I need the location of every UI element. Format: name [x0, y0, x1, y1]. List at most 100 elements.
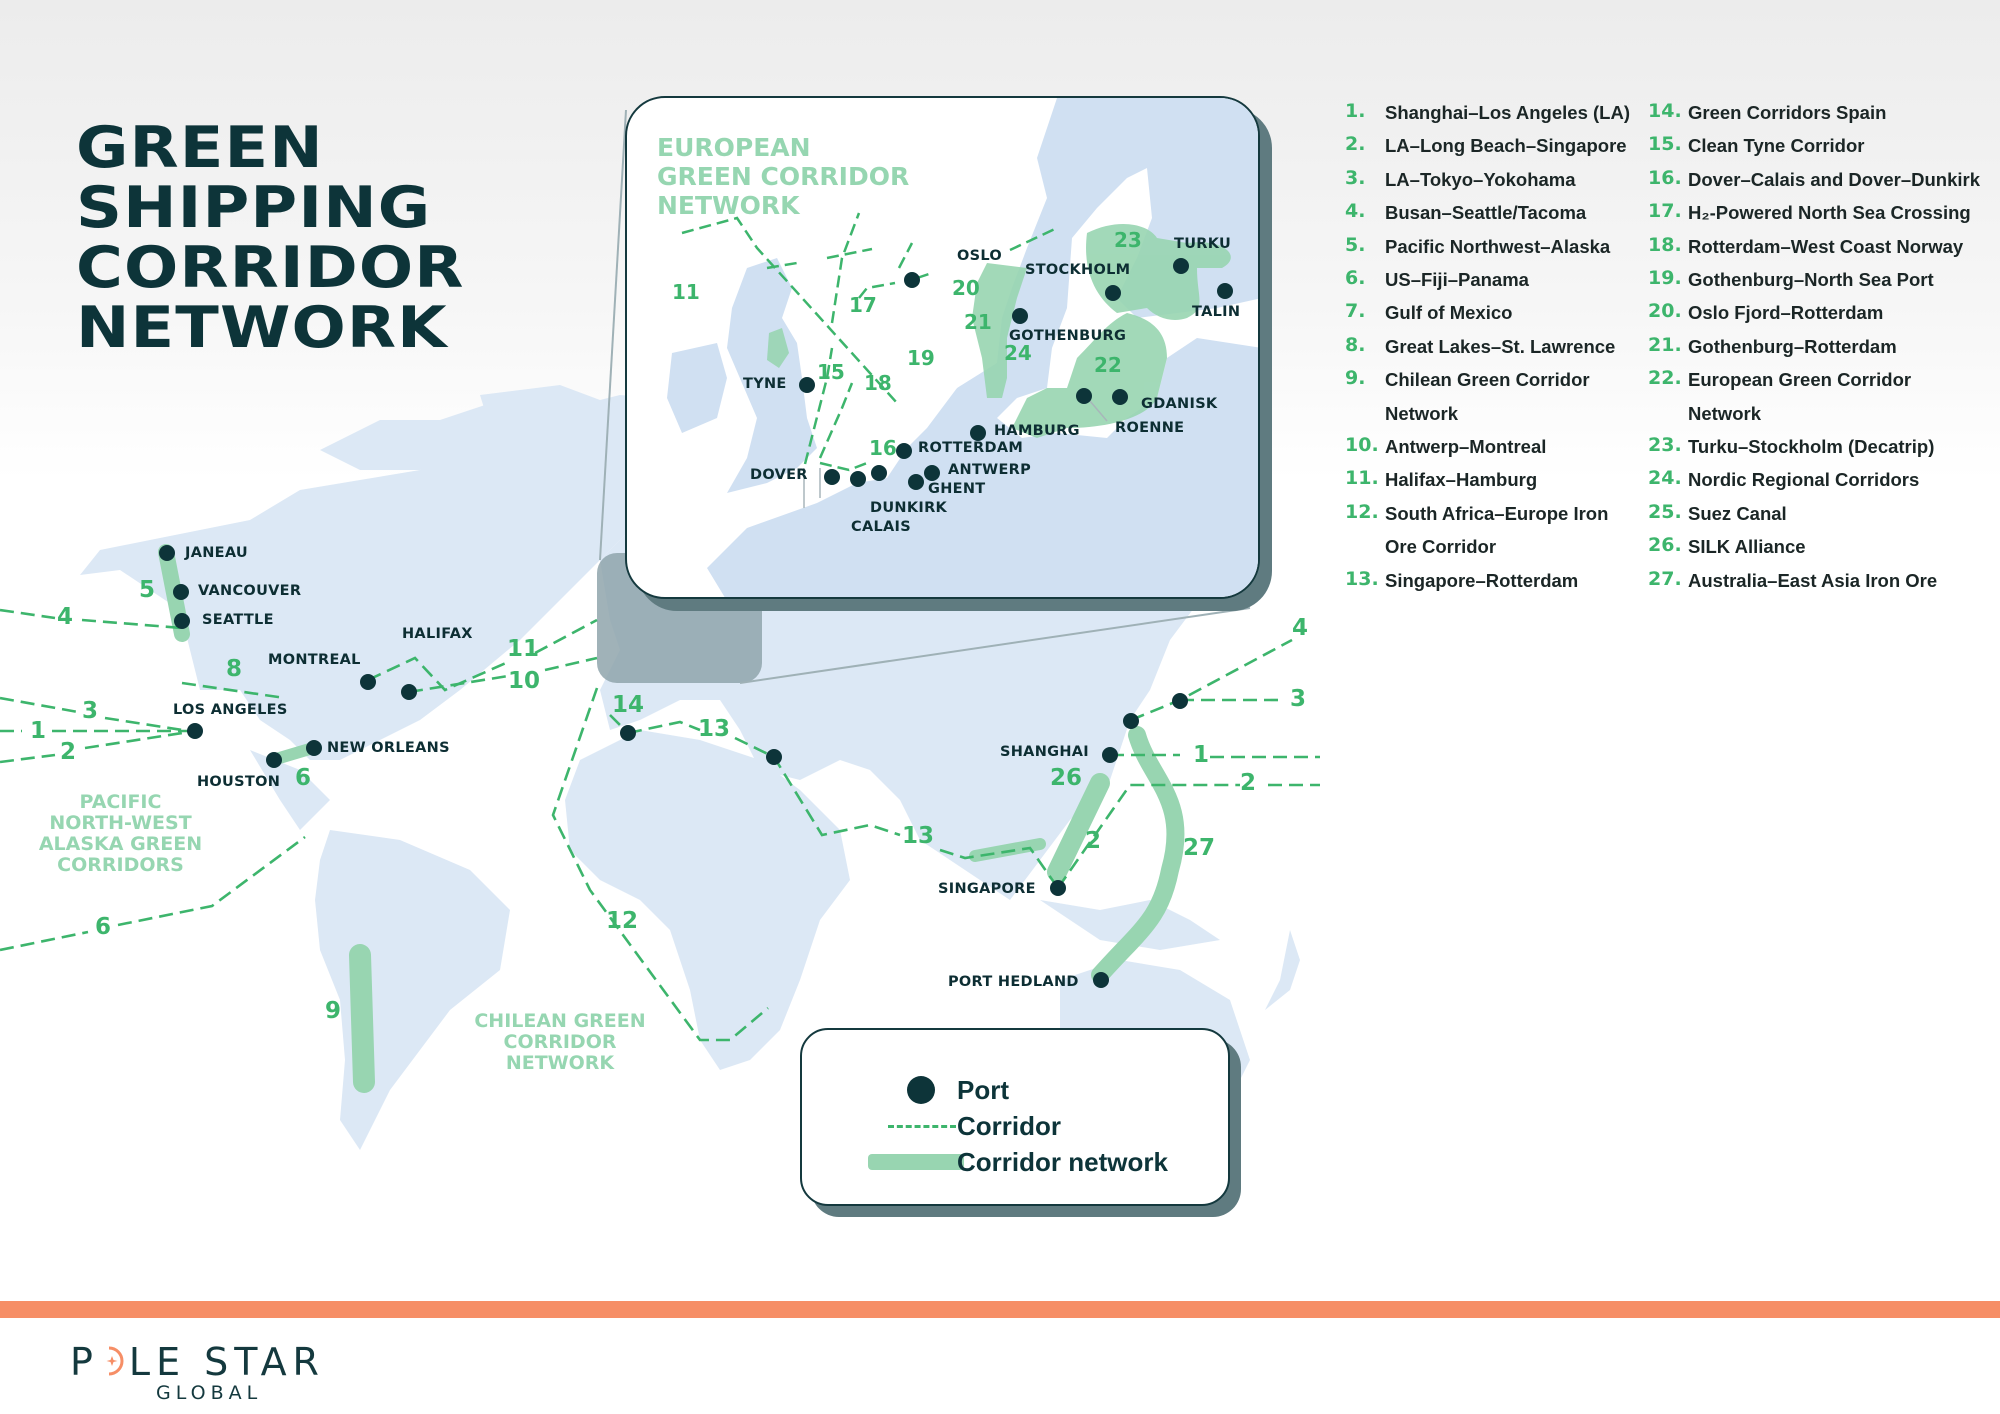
port-label-houston: HOUSTON — [197, 774, 281, 790]
list-item: 20. Oslo Fjord–Rotterdam — [1648, 296, 1998, 329]
port-new-orleans-dot[interactable] — [306, 740, 322, 756]
port-halifax-dot[interactable] — [401, 684, 417, 700]
corridor-13c — [939, 846, 1060, 889]
port-label-montreal: MONTREAL — [268, 652, 361, 668]
port-turku-dot[interactable] — [1173, 258, 1189, 274]
list-item: 10.Antwerp–Montreal — [1345, 430, 1645, 463]
inset-corridor-18b — [830, 212, 861, 324]
port-los-angeles-dot[interactable] — [187, 723, 203, 739]
port-label-dunkirk: DUNKIRK — [870, 500, 948, 516]
inset-map-svg — [667, 98, 1258, 597]
port-ghent-dot[interactable] — [908, 474, 924, 490]
region-label-line: ALASKA GREEN — [38, 833, 203, 855]
list-label: Rotterdam–West Coast Norway — [1688, 235, 1964, 257]
corridor-13 — [627, 720, 701, 735]
corridor-4b — [81, 618, 183, 630]
corridor-3 — [0, 696, 79, 714]
port-label-roenne: ROENNE — [1115, 420, 1185, 436]
port-roenne-dot[interactable] — [1076, 388, 1092, 404]
list-item: 23.Turku–Stockholm (Decatrip) — [1648, 430, 1998, 463]
port-stockholm-dot[interactable] — [1105, 285, 1121, 301]
port-vancouver-dot[interactable] — [173, 584, 189, 600]
pole-star-logo[interactable]: P LE STAR GLOBAL — [70, 1340, 370, 1410]
list-label: SILK Alliance — [1688, 536, 1806, 558]
south-america-landmass — [315, 830, 510, 1150]
port-calais-dot[interactable] — [850, 471, 866, 487]
port-rotterdam-dot[interactable] — [896, 443, 912, 459]
corridor-number-13-india: 13 — [902, 823, 935, 849]
port-spain-dot[interactable] — [620, 725, 636, 741]
port-tyne-dot[interactable] — [799, 377, 815, 393]
port-montreal-dot[interactable] — [360, 674, 376, 690]
list-label: Singapore–Rotterdam — [1385, 569, 1579, 591]
list-label: Oslo Fjord–Rotterdam — [1688, 302, 1884, 324]
inset-corridor-23 — [1009, 226, 1058, 252]
corridor-list-column-2: 14.Green Corridors Spain 15.Clean Tyne C… — [1648, 96, 1998, 597]
port-gdanisk-dot[interactable] — [1112, 389, 1128, 405]
list-number: 18. — [1648, 233, 1682, 256]
port-hedland-dot[interactable] — [1093, 972, 1109, 988]
port-seattle-dot[interactable] — [174, 613, 190, 629]
region-label-chilean: CHILEAN GREEN CORRIDOR NETWORK — [462, 1011, 658, 1074]
inset-title-line: EUROPEAN — [657, 133, 811, 162]
logo-wordmark: P LE STAR — [70, 1340, 325, 1384]
legend-label: Corridor network — [957, 1147, 1168, 1177]
port-tokyo-dot[interactable] — [1172, 693, 1188, 709]
list-item: 24.Nordic Regional Corridors — [1648, 463, 1998, 496]
port-label-shanghai: SHANGHAI — [1000, 744, 1089, 760]
list-number: 20. — [1648, 300, 1682, 323]
port-janeau-dot[interactable] — [159, 545, 175, 561]
title-line-4: NETWORK — [76, 295, 448, 361]
inset-number-24: 24 — [1004, 341, 1032, 365]
corridor-number-6: 6 — [95, 914, 112, 940]
list-number: 16. — [1648, 166, 1682, 189]
port-singapore-dot[interactable] — [1050, 880, 1066, 896]
port-label-rotterdam: ROTTERDAM — [918, 440, 1024, 456]
corridor-number-26: 26 — [1050, 765, 1083, 791]
port-gothenburg-dot[interactable] — [1012, 308, 1028, 324]
list-number: 1. — [1345, 100, 1366, 122]
list-number: 24. — [1648, 467, 1682, 490]
inset-corridor-16 — [819, 461, 868, 472]
list-label: LA–Tokyo–Yokohama — [1385, 168, 1576, 190]
port-label-los-angeles: LOS ANGELES — [173, 702, 288, 718]
list-label: Dover–Calais and Dover–Dunkirk — [1688, 168, 1981, 190]
legend-item-network: Corridor network — [802, 1144, 1228, 1180]
inset-title-line: NETWORK — [657, 191, 800, 220]
corridor-number-27: 27 — [1183, 835, 1216, 861]
inset-corridor-20 — [897, 242, 914, 269]
port-talin-dot[interactable] — [1217, 283, 1233, 299]
port-oslo-dot[interactable] — [904, 272, 920, 288]
inset-corridor-19b — [858, 281, 896, 299]
list-label: Antwerp–Montreal — [1385, 436, 1547, 458]
inset-connector-line — [739, 607, 1251, 684]
corridor-number-11: 11 — [507, 636, 540, 662]
port-hamburg-dot[interactable] — [970, 425, 986, 441]
list-item: 17.H₂-Powered North Sea Crossing — [1648, 196, 1998, 229]
port-dunkirk-dot[interactable] — [871, 465, 887, 481]
port-label-dover: DOVER — [750, 467, 808, 483]
list-number: 25. — [1648, 500, 1682, 523]
port-label-hamburg: HAMBURG — [994, 423, 1080, 439]
list-number: 6. — [1345, 267, 1366, 290]
title-line-2: SHIPPING — [76, 175, 432, 241]
list-label: Gothenburg–Rotterdam — [1688, 335, 1897, 357]
list-label: US–Fiji–Panama — [1385, 269, 1529, 291]
inset-number-22: 22 — [1094, 353, 1122, 377]
inset-corridors — [681, 212, 1058, 472]
inset-number-23: 23 — [1114, 228, 1142, 252]
port-busan-dot[interactable] — [1123, 713, 1139, 729]
port-dover-dot[interactable] — [824, 469, 840, 485]
port-shanghai-dot[interactable] — [1102, 747, 1118, 763]
inset-number-19: 19 — [907, 346, 935, 370]
port-houston-dot[interactable] — [266, 752, 282, 768]
port-label-talin: TALIN — [1192, 304, 1241, 320]
corridor-number-12: 12 — [606, 908, 639, 934]
list-number: 13. — [1345, 567, 1379, 590]
corridor-number-1-asia: 1 — [1193, 742, 1210, 768]
list-item: 15.Clean Tyne Corridor — [1648, 129, 1998, 162]
list-label: Halifax–Hamburg — [1385, 469, 1538, 491]
port-suez-dot[interactable] — [766, 749, 782, 765]
corridor-number-2: 2 — [60, 739, 77, 765]
port-antwerp-dot[interactable] — [924, 465, 940, 481]
